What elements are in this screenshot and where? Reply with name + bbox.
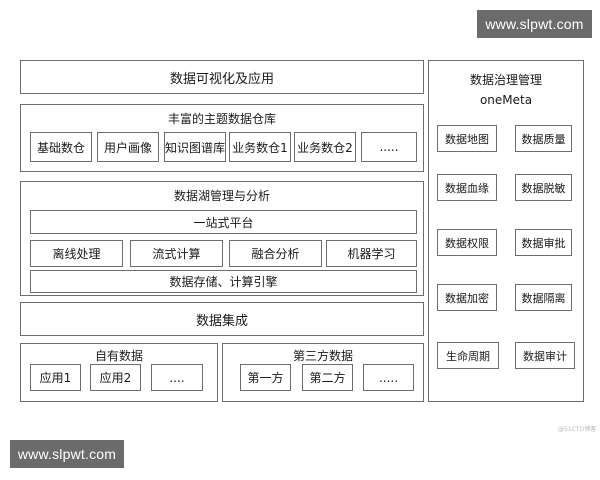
governance-item: 数据质量 xyxy=(515,125,572,152)
own-data-item: 应用2 xyxy=(90,364,141,391)
data-lake-item: 融合分析 xyxy=(229,240,322,267)
own-data-item: 应用1 xyxy=(30,364,81,391)
data-integration-layer: 数据集成 xyxy=(20,302,424,336)
own-data-title: 自有数据 xyxy=(94,349,143,363)
governance-item: 数据脱敏 xyxy=(515,174,572,201)
governance-panel: 数据治理管理 oneMeta 数据地图 数据质量 数据血缘 数据脱敏 数据权限 … xyxy=(428,60,584,402)
governance-item: 数据审计 xyxy=(515,342,575,369)
storage-compute-engine: 数据存储、计算引擎 xyxy=(30,270,417,293)
governance-subtitle: oneMeta xyxy=(479,93,533,107)
governance-item: 数据血缘 xyxy=(437,174,497,201)
governance-item: 生命周期 xyxy=(437,342,499,369)
theme-repo-title: 丰富的主题数据仓库 xyxy=(167,112,276,126)
third-party-panel: 第三方数据 第一方 第二方 ..... xyxy=(222,343,424,402)
third-party-item: ..... xyxy=(363,364,414,391)
governance-item: 数据审批 xyxy=(515,229,572,256)
theme-repo-item: 知识图谱库 xyxy=(164,132,226,162)
visualization-layer: 数据可视化及应用 xyxy=(20,60,424,94)
third-party-item: 第一方 xyxy=(240,364,291,391)
theme-repo-item: 用户画像 xyxy=(97,132,159,162)
governance-item: 数据隔离 xyxy=(515,284,572,311)
theme-repo-item: 业务数仓1 xyxy=(229,132,291,162)
governance-item: 数据权限 xyxy=(437,229,497,256)
theme-repo-item: 业务数仓2 xyxy=(294,132,356,162)
third-party-item: 第二方 xyxy=(302,364,353,391)
own-data-item: .... xyxy=(151,364,203,391)
theme-repo-item: ..... xyxy=(361,132,417,162)
governance-title: 数据治理管理 xyxy=(469,73,542,87)
data-lake-panel: 数据湖管理与分析 一站式平台 离线处理 流式计算 融合分析 机器学习 数据存储、… xyxy=(20,181,424,296)
data-lake-item: 离线处理 xyxy=(30,240,123,267)
data-lake-item: 流式计算 xyxy=(130,240,223,267)
watermark-top: www.slpwt.com xyxy=(477,10,592,38)
governance-item: 数据地图 xyxy=(437,125,497,152)
own-data-panel: 自有数据 应用1 应用2 .... xyxy=(20,343,218,402)
watermark-bottom: www.slpwt.com xyxy=(10,440,124,468)
data-lake-title: 数据湖管理与分析 xyxy=(173,189,270,203)
data-lake-item: 机器学习 xyxy=(326,240,417,267)
governance-item: 数据加密 xyxy=(437,284,497,311)
faint-source-mark: @51CTO博客 xyxy=(558,426,597,433)
theme-repo-panel: 丰富的主题数据仓库 基础数仓 用户画像 知识图谱库 业务数仓1 业务数仓2 ..… xyxy=(20,104,424,172)
theme-repo-item: 基础数仓 xyxy=(30,132,92,162)
third-party-title: 第三方数据 xyxy=(292,349,353,363)
one-stop-platform: 一站式平台 xyxy=(30,210,417,234)
